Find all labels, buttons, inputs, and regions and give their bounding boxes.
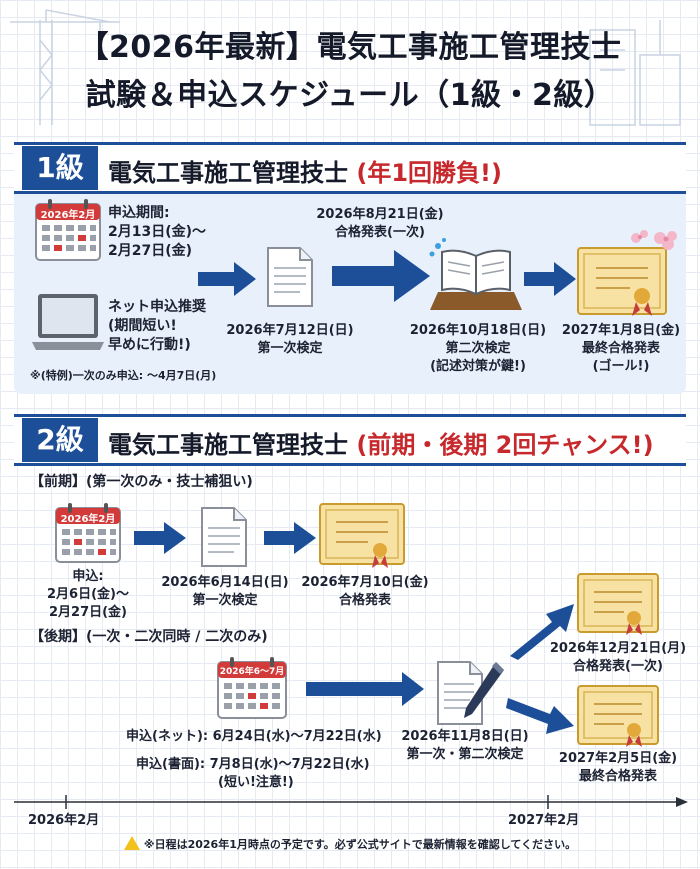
arrow-right-icon (306, 672, 424, 706)
grade2-early-exam-date: 2026年6月14日(日) (161, 575, 289, 590)
grade1-pass1-label: 合格発表(一次) (335, 225, 425, 240)
grade1-header (14, 142, 686, 194)
grade2-subtitle: (前期・後期 2回チャンス!) (356, 431, 654, 459)
grade1-first-exam-date: 2026年7月12日(日) (226, 323, 354, 338)
arrow-right-icon (332, 250, 430, 302)
grade2-late-pass1-date: 2026年12月21日(月) (549, 641, 687, 656)
grade2-late-exam-label: 第一次・第二次検定 (406, 747, 524, 762)
grade1-first-exam-label: 第一次検定 (257, 341, 323, 356)
certificate-icon (577, 573, 659, 635)
page-title-line1: 【2026年最新】電気工事施工管理技士 (78, 30, 622, 65)
document-pen-icon (437, 661, 504, 725)
page-title-line2: 試験＆申込スケジュール（1級・2級） (85, 78, 615, 113)
timeline-end-label: 2027年2月 (508, 813, 580, 828)
grade2-early-calendar-label: 2026年2月 (60, 514, 116, 525)
grade2-late-calendar-label: 2026年6〜7月 (219, 667, 285, 677)
open-book-icon (429, 238, 522, 310)
grade2-late-apply-paper: 申込(書面): 7月8日(水)〜7月22日(水) (136, 757, 370, 772)
document-icon (267, 247, 313, 307)
arrow-right-icon (134, 522, 186, 554)
grade2-header (14, 414, 686, 466)
grade2-early-pass-label: 合格発表 (338, 593, 391, 608)
warning-icon (123, 836, 140, 850)
grade2-early-pass-date: 2026年7月10日(金) (301, 575, 429, 590)
grade2-early-apply-end: 2月27日(金) (48, 605, 128, 620)
grade1-apply-period-end: 2月27日(金) (108, 243, 193, 259)
grade2-late-final-label: 最終合格発表 (578, 769, 657, 784)
laptop-icon (32, 294, 104, 350)
grade2-late-pass1-label: 合格発表(一次) (573, 659, 663, 674)
grade2-early-heading: 【前期】(第一次のみ・技士補狙い) (30, 474, 253, 490)
grade1-subtitle: (年1回勝負!) (356, 159, 502, 187)
grade1-net-line2: (期間短い! (108, 318, 177, 334)
timeline-axis (14, 795, 688, 809)
grade2-title: 電気工事施工管理技士 (前期・後期 2回チャンス!) (108, 425, 654, 460)
grade1-special-note: ※(特例)一次のみ申込: 〜4月7日(月) (30, 369, 217, 382)
grade2-badge: 2級 (22, 418, 98, 462)
grade2-early-apply-start: 2月6日(金)〜 (47, 587, 129, 602)
grade1-title: 電気工事施工管理技士 (年1回勝負!) (108, 153, 502, 188)
grade1-second-exam-label: 第二次検定 (445, 341, 511, 356)
grade2-late-apply-paper-note: (短い!注意!) (218, 775, 294, 790)
certificate-icon (577, 230, 677, 316)
certificate-icon (319, 503, 405, 568)
grade1-final-note: (ゴール!) (592, 359, 650, 374)
grade1-badge: 1級 (22, 146, 98, 190)
grade1-net-line1: ネット申込推奨 (108, 299, 206, 315)
grade1-apply-period-start: 2月13日(金)〜 (108, 224, 207, 240)
arrow-right-icon (264, 522, 316, 554)
grade1-final-label: 最終合格発表 (581, 341, 660, 356)
calendar-icon (55, 503, 121, 563)
footer-note-text: ※日程は2026年1月時点の予定です。必ず公式サイトで最新情報を確認してください… (143, 838, 577, 851)
arrow-down-right-icon (506, 698, 574, 734)
calendar-icon (217, 657, 287, 719)
grade1-title-main: 電気工事施工管理技士 (108, 159, 348, 187)
grade1-net-recommend: ネット申込推奨 (期間短い! 早めに行動!) (108, 298, 206, 355)
grade1-calendar-label: 2026年2月 (40, 210, 96, 221)
calendar-icon (35, 199, 101, 261)
arrow-up-right-icon (510, 604, 574, 660)
grade1-second-exam-note: (記述対策が鍵!) (430, 359, 526, 374)
document-icon (201, 507, 247, 567)
grade2-late-heading: 【後期】(一次・二次同時 / 二次のみ) (30, 629, 268, 645)
grade1-second-exam-date: 2026年10月18日(日) (409, 323, 547, 338)
grade2-title-main: 電気工事施工管理技士 (108, 431, 348, 459)
grade2-early-exam-label: 第一次検定 (192, 593, 258, 608)
grade2-late-apply-net: 申込(ネット): 6月24日(水)〜7月22日(水) (126, 729, 382, 744)
certificate-icon (577, 685, 659, 747)
grade1-net-line3: 早めに行動!) (108, 337, 191, 353)
arrow-right-icon (524, 262, 576, 296)
grade2-early-apply: 申込: 2月6日(金)〜 2月27日(金) (30, 568, 146, 622)
timeline-start-label: 2026年2月 (28, 813, 100, 828)
arrow-right-icon (198, 262, 256, 296)
crane-illustration (10, 9, 681, 126)
grade2-late-exam-date: 2026年11月8日(日) (401, 729, 529, 744)
footer-note: ※日程は2026年1月時点の予定です。必ず公式サイトで最新情報を確認してください… (0, 836, 700, 852)
grade2-late-final-date: 2027年2月5日(金) (558, 751, 678, 766)
grade1-apply-period: 申込期間: 2月13日(金)〜 2月27日(金) (108, 204, 206, 261)
grade1-pass1-date: 2026年8月21日(金) (316, 207, 444, 222)
grade1-final-date: 2027年1月8日(金) (561, 323, 681, 338)
grade1-apply-period-label: 申込期間: (108, 205, 170, 221)
grade2-early-apply-label: 申込: (72, 569, 104, 584)
